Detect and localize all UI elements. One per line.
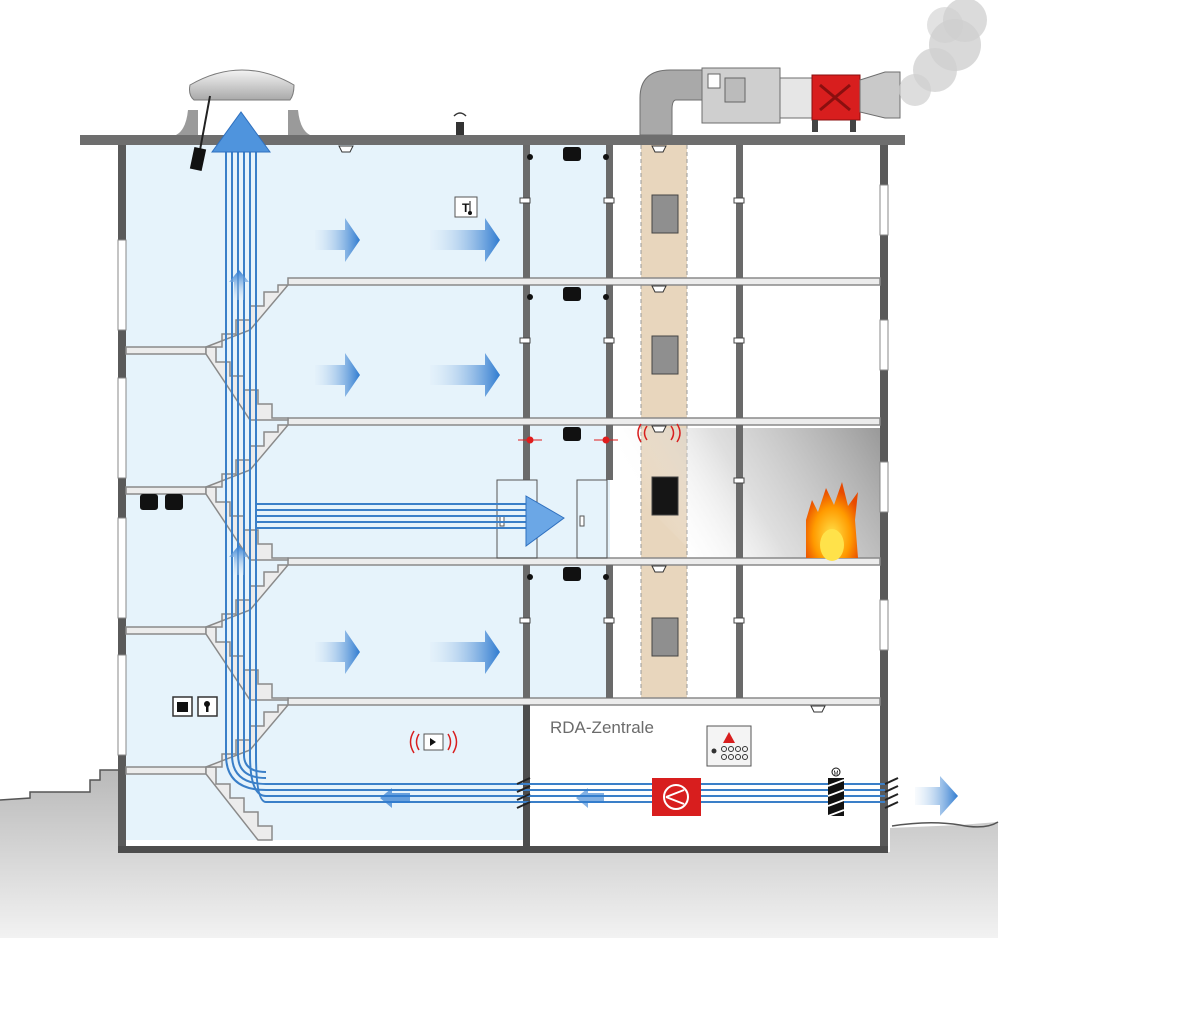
air-flow-arrow-icon [430, 630, 500, 674]
basement-floor [118, 846, 888, 853]
elevator-doors [651, 194, 679, 657]
svg-text:M: M [834, 771, 839, 777]
alarm-speaker-icon [409, 730, 458, 754]
smoke-detector-icon [651, 285, 667, 293]
door-closers [527, 154, 609, 580]
smoke-detector-icon [338, 145, 354, 153]
air-flow-arrow-icon [315, 630, 360, 674]
floor-injection-arrow-icon [525, 495, 565, 547]
svg-text:T: T [462, 201, 470, 215]
supply-fan-icon [652, 778, 701, 816]
partition-walls [523, 145, 743, 846]
control-room-label: RDA-Zentrale [550, 718, 654, 737]
duct-flow-arrows [229, 270, 249, 575]
smoke-detector-icon [651, 425, 667, 433]
motor-damper-icon: M [827, 767, 845, 817]
smoke-detectors [338, 145, 826, 713]
roof-slab [80, 135, 905, 145]
ground-line [0, 769, 118, 801]
airflow-arrows [315, 218, 958, 816]
air-flow-arrow-icon [430, 353, 500, 397]
smoke-detector-icon [810, 705, 826, 713]
pressurization-duct [225, 150, 885, 803]
floor-slabs [125, 277, 881, 775]
smoke-vent-dome-icon [176, 69, 310, 172]
smoke-plume-icon [899, 0, 987, 106]
wall-grille [516, 777, 899, 809]
air-flow-arrow-icon [315, 353, 360, 397]
duct-return-arrows [380, 788, 604, 808]
air-inlet-arrow-icon [915, 776, 958, 816]
door-frames [519, 197, 745, 624]
active-detector-signal [637, 423, 681, 443]
door-magnets [140, 147, 581, 581]
left-wall [118, 145, 126, 852]
right-windows [879, 184, 889, 651]
key-switch-icon [172, 696, 218, 717]
antenna-icon [453, 112, 467, 135]
temperature-sensor-icon: T [454, 196, 478, 218]
air-flow-arrow-icon [430, 218, 500, 262]
left-windows [117, 239, 127, 756]
smoke-detector-icon [651, 145, 667, 153]
air-flow-arrow-icon [315, 218, 360, 262]
roof-fan-icon [639, 67, 901, 136]
released-door-holders [518, 436, 618, 444]
fire-icon [806, 482, 858, 561]
control-panel-icon [706, 725, 752, 767]
roof-outlet-arrow-icon [211, 111, 271, 153]
smoke-detector-icon [651, 565, 667, 573]
ground-line-right [891, 821, 999, 828]
ground [0, 770, 998, 938]
